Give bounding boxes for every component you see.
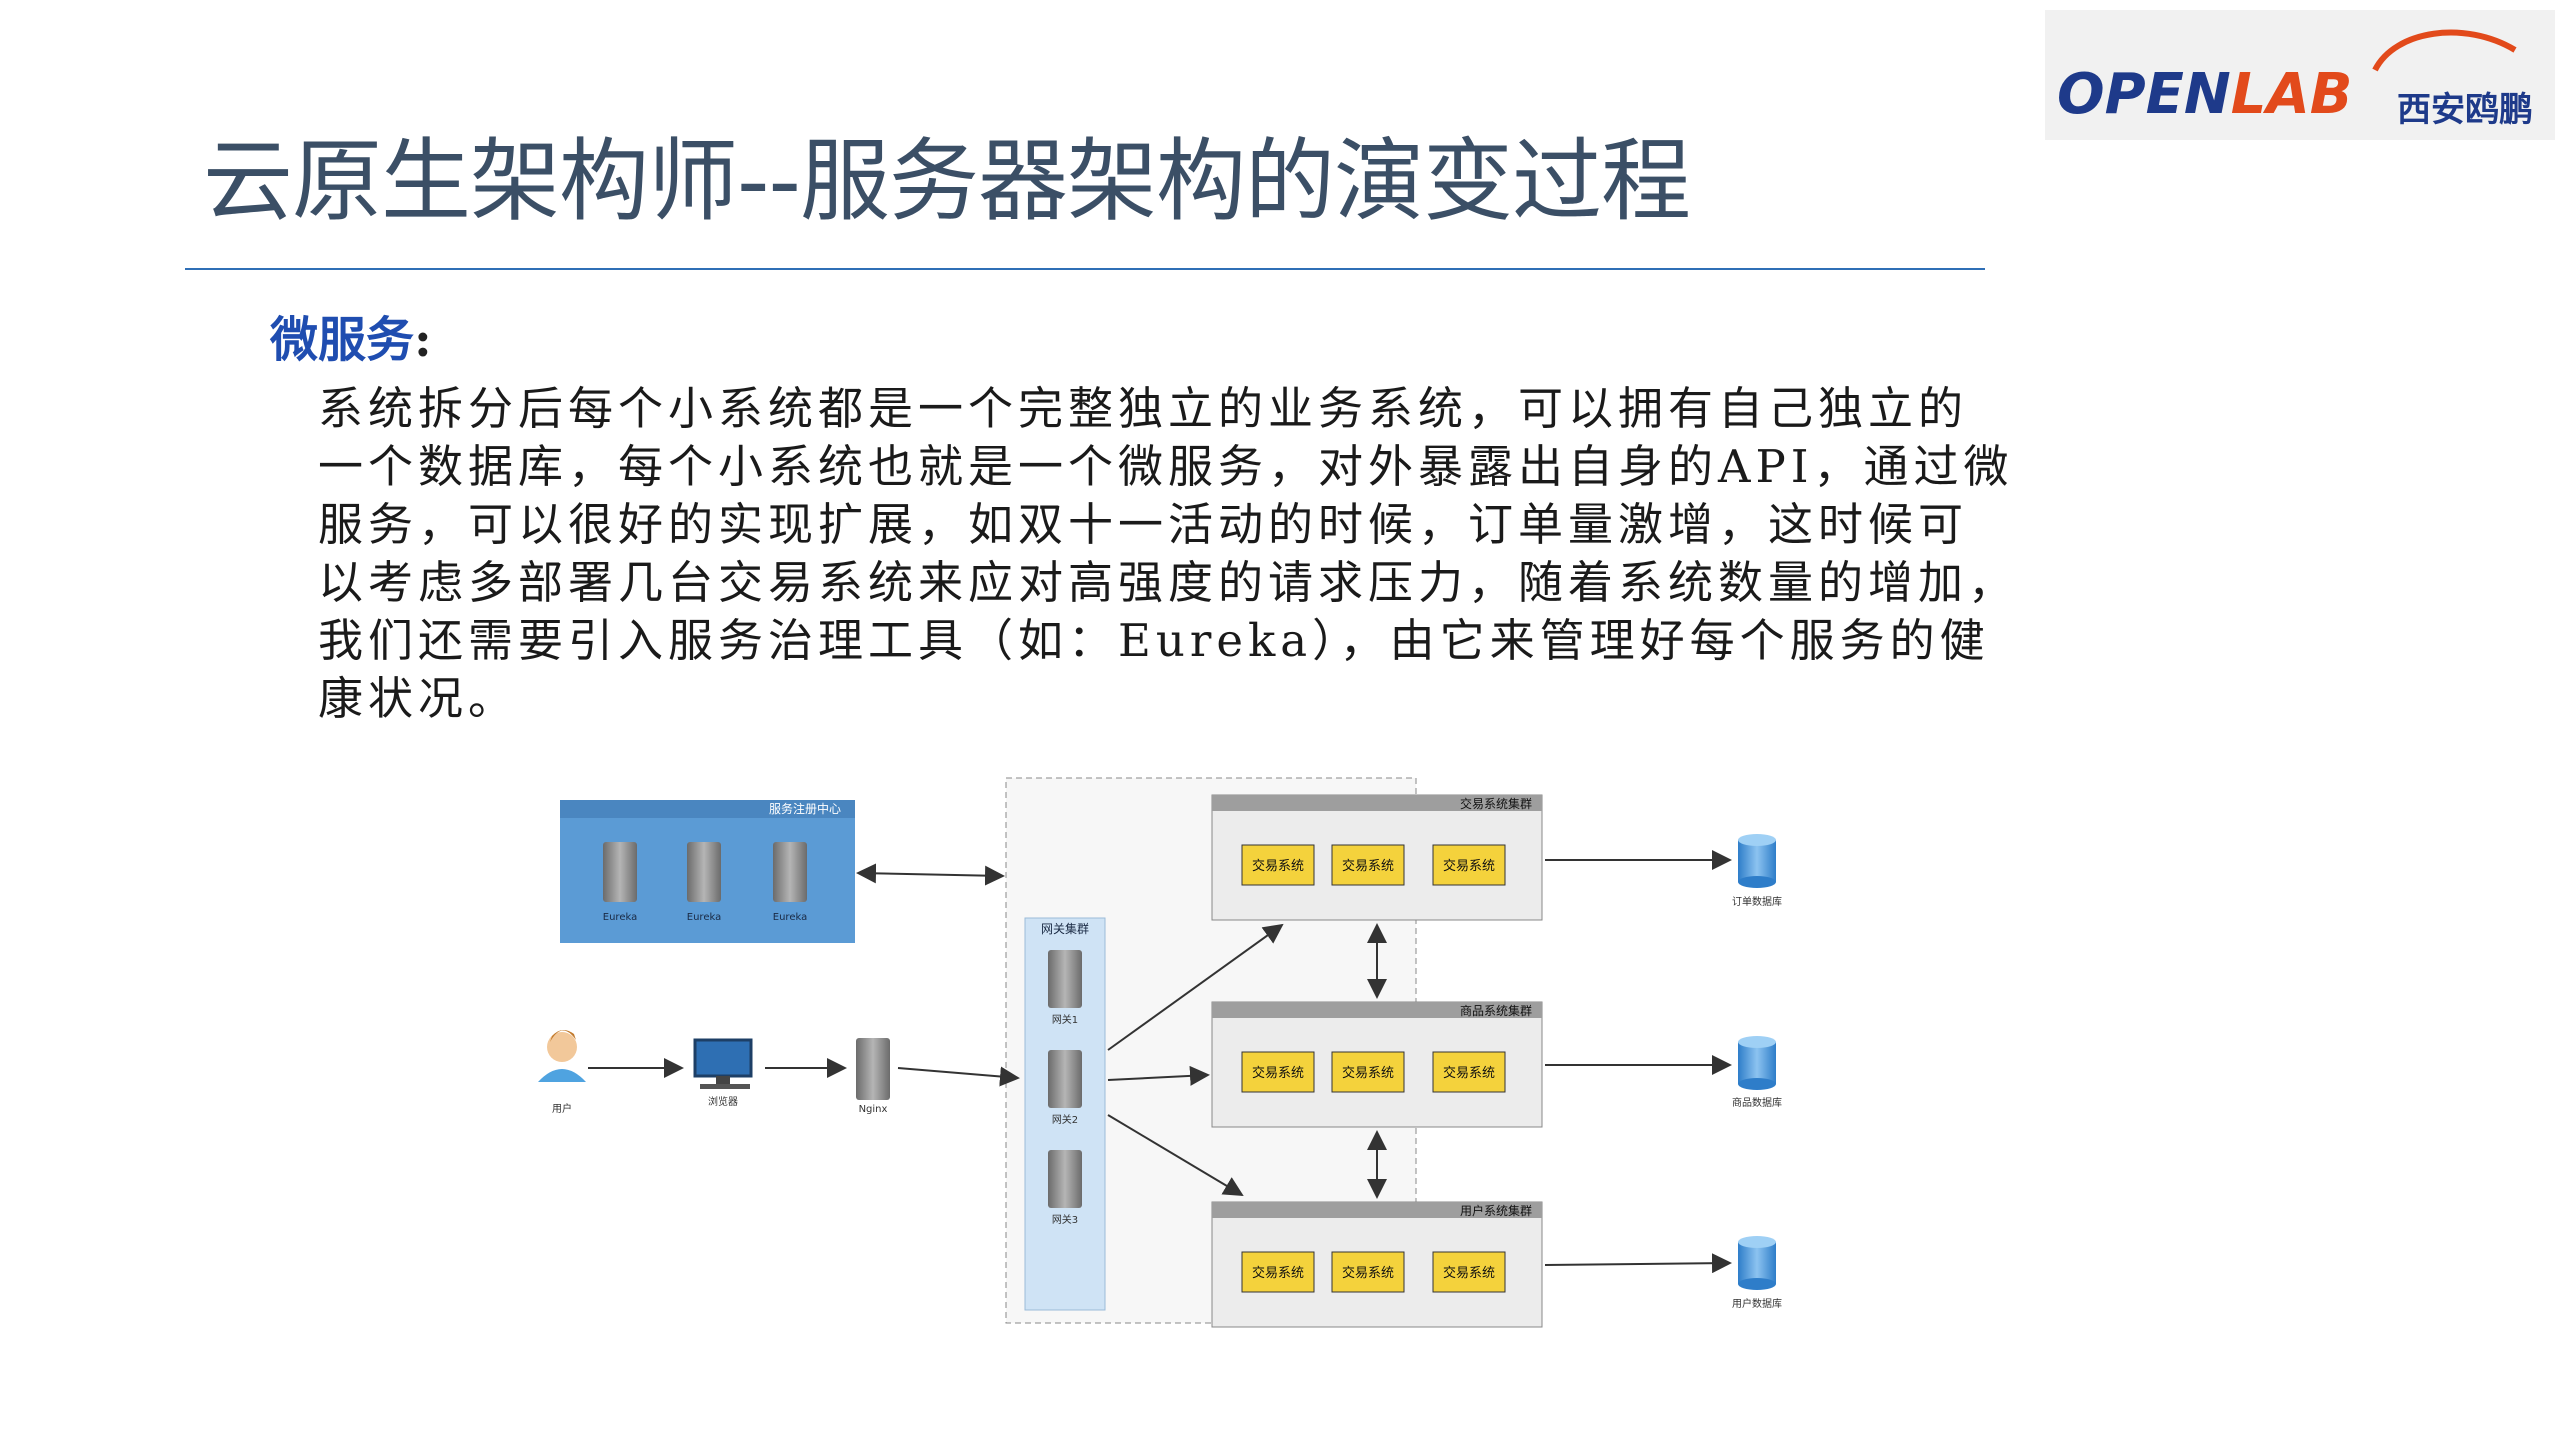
section-heading-text: 微服务 — [270, 312, 415, 368]
title-divider — [185, 268, 1985, 270]
paragraph-line: 一个数据库，每个小系统也就是一个微服务，对外暴露出自身的API，通过微 — [318, 440, 2014, 493]
registry-server: Eureka — [687, 842, 721, 923]
body-paragraph: 系统拆分后每个小系统都是一个完整独立的业务系统，可以拥有自己独立的 一个数据库，… — [318, 380, 2118, 728]
cluster-title: 交易系统集群 — [1460, 796, 1532, 811]
registry-server-label: Eureka — [687, 912, 721, 923]
gateway-node: 网关1 — [1048, 950, 1082, 1026]
section-heading-colon: : — [414, 312, 432, 368]
paragraph-line: 系统拆分后每个小系统都是一个完整独立的业务系统，可以拥有自己独立的 — [318, 382, 1969, 435]
section-heading: 微服务: — [270, 300, 432, 370]
service-box-label: 交易系统 — [1342, 1265, 1394, 1281]
database-label: 订单数据库 — [1732, 895, 1782, 908]
user-label: 用户 — [552, 1102, 572, 1115]
paragraph-line: 以考虑多部署几台交易系统来应对高强度的请求压力，随着系统数量的增加， — [318, 556, 2019, 609]
database-icon: 商品数据库 — [1732, 1036, 1782, 1109]
database-icon: 用户数据库 — [1732, 1236, 1782, 1310]
cluster-trade: 交易系统集群 交易系统 交易系统 交易系统 — [1211, 794, 1543, 921]
user-icon: 用户 — [538, 1029, 586, 1115]
cluster-title: 用户系统集群 — [1460, 1203, 1532, 1218]
nginx-server-icon: Nginx — [856, 1038, 890, 1115]
service-box-label: 交易系统 — [1252, 1265, 1304, 1281]
service-box-label: 交易系统 — [1252, 1065, 1304, 1081]
gateway-node: 网关2 — [1048, 1050, 1082, 1126]
service-box-label: 交易系统 — [1443, 858, 1495, 874]
database-label: 用户数据库 — [1732, 1297, 1782, 1310]
logo-swoosh-icon — [2372, 29, 2517, 72]
paragraph-line: 我们还需要引入服务治理工具（如：Eureka），由它来管理好每个服务的健 — [318, 614, 1990, 667]
database-label: 商品数据库 — [1732, 1096, 1782, 1109]
browser-label: 浏览器 — [708, 1095, 738, 1108]
service-registry: 服务注册中心 Eureka Eureka Eureka — [560, 800, 855, 943]
service-box-label: 交易系统 — [1443, 1265, 1495, 1281]
gateway-node-label: 网关3 — [1052, 1213, 1078, 1226]
architecture-diagram: 服务注册中心 Eureka Eureka Eureka 用户 浏览器 — [538, 777, 1782, 1328]
paragraph-line: 康状况。 — [318, 672, 519, 725]
gateway-to-cluster-arrow — [1107, 923, 1284, 1051]
service-box-label: 交易系统 — [1443, 1065, 1495, 1081]
gateway-to-cluster-arrow — [1107, 1114, 1244, 1197]
paragraph-line: 服务，可以很好的实现扩展，如双十一活动的时候，订单量激增，这时候可 — [318, 498, 1969, 551]
database-icon: 订单数据库 — [1732, 834, 1782, 908]
gateway-node-label: 网关2 — [1052, 1113, 1078, 1126]
gateway-node-label: 网关1 — [1052, 1013, 1078, 1026]
service-box-label: 交易系统 — [1342, 858, 1394, 874]
cluster-product: 商品系统集群 交易系统 交易系统 交易系统 — [1211, 1001, 1543, 1128]
cluster-to-db-arrow — [1544, 1253, 1732, 1274]
registry-server-label: Eureka — [603, 912, 637, 923]
brand-logo: OPENLAB 西安鸥鹏 — [2045, 10, 2555, 140]
registry-title: 服务注册中心 — [769, 801, 841, 816]
page-title: 云原生架构师--服务器架构的演变过程 — [203, 129, 1691, 234]
gateway-node: 网关3 — [1048, 1150, 1082, 1226]
gateway-cluster-title: 网关集群 — [1041, 921, 1089, 936]
registry-server: Eureka — [603, 842, 637, 923]
nginx-label: Nginx — [859, 1104, 888, 1115]
gateway-cluster: 网关集群 网关1 网关2 网关3 — [1024, 917, 1106, 1311]
logo-open-text: OPEN — [2057, 62, 2231, 127]
registry-server-label: Eureka — [773, 912, 807, 923]
cluster-title: 商品系统集群 — [1460, 1003, 1532, 1018]
gateway-to-cluster-arrow — [1107, 1065, 1210, 1086]
browser-monitor-icon: 浏览器 — [693, 1038, 753, 1108]
service-box-label: 交易系统 — [1252, 858, 1304, 874]
logo-lab-text: LAB — [2230, 62, 2353, 127]
registry-server: Eureka — [773, 842, 807, 923]
logo-wordmark: OPENLAB — [2057, 62, 2353, 127]
cluster-user: 用户系统集群 交易系统 交易系统 交易系统 — [1211, 1201, 1543, 1328]
nginx-to-gateway-arrow — [897, 1066, 1020, 1087]
registry-link-arrow — [856, 863, 1005, 886]
service-box-label: 交易系统 — [1342, 1065, 1394, 1081]
logo-chinese-text: 西安鸥鹏 — [2397, 90, 2533, 130]
